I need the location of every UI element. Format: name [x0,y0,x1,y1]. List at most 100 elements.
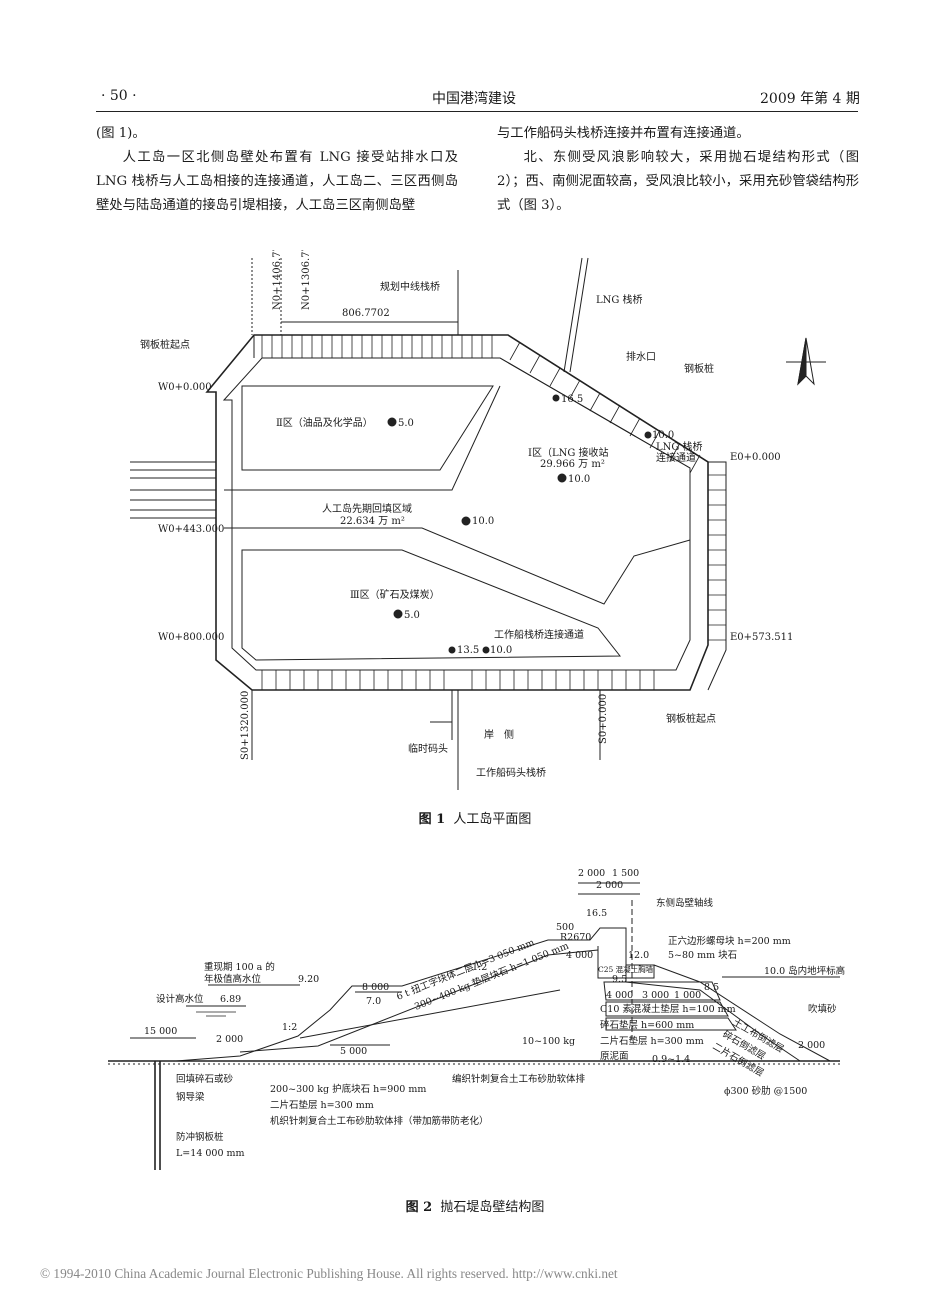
label-pile-len: L=14 000 mm [176,1148,245,1159]
label-s1320: S0+1320.000 [240,691,251,760]
label-zone1: Ⅰ区（LNG 接收站 [528,446,609,459]
label-el165: 16.5 [561,394,583,405]
label-wall: C25 混凝土胸墙 [598,964,654,974]
label-e0: E0+0.000 [730,452,781,463]
label-el100a: 10.0 [652,430,674,441]
page-number: · 50 · [101,88,137,104]
figure-2-section: 2 000 1 500 2 000 东侧岛壁轴线 16.5 500 R2670 … [108,868,845,1170]
issue-label: 2009 年第 4 期 [760,91,860,107]
label-zone1-el: 10.0 [568,474,590,485]
label-fill-el: 10.0 [472,516,494,527]
label-work-bridge: 工作船码头栈桥 [476,766,546,779]
label-sheet-pile: 钢板桩 [684,362,714,375]
figure-2-caption: 图 2 抛石堤岛壁结构图 [0,1196,950,1215]
label-d8000: 8 000 [362,982,389,993]
label-el100b: 10.0 [490,645,512,656]
paragraph: 人工岛一区北侧岛壁处布置有 LNG 接受站排水口及 LNG 栈桥与人工岛相接的连… [96,150,458,213]
label-pile-start-se: 钢板桩起点 [666,712,716,725]
label-el920: 9.20 [298,974,319,985]
caption-number: 图 2 [405,1200,433,1215]
label-hex-block: 正六边形螺母块 h=200 mm [668,935,791,947]
label-zone3: Ⅲ区（矿石及煤炭） [350,588,440,601]
label-zone2-el: 5.0 [398,418,414,429]
label-d1000: 1 000 [674,990,701,1001]
caption-text: 抛石堤岛壁结构图 [440,1200,545,1215]
label-n1: N0+1406.770 [272,250,283,310]
label-sand-rib: ϕ300 砂肋 @1500 [724,1085,807,1097]
label-two-stone-b: 二片石垫层 h=300 mm [270,1099,374,1111]
label-lng-conn2: 连接通道 [656,451,696,464]
label-s0: S0+0.000 [598,694,609,744]
label-el95: 9.5 [612,974,627,985]
label-slope12: 1:2 [472,962,487,973]
figure-1-plan: N0+1406.770 N0+1306.770 规划中线栈桥 806.7702 … [130,250,826,790]
label-d4000a: 4 000 [566,950,593,961]
label-slope12b: 1:2 [282,1022,297,1033]
label-pile: 防冲钢板桩 [176,1131,224,1143]
label-lng-bridge: LNG 栈桥 [596,293,643,306]
label-el70: 7.0 [366,996,381,1007]
label-el689: 6.89 [220,994,241,1005]
label-w0: W0+0.000 [158,382,212,393]
label-guide: 钢导梁 [176,1091,205,1103]
label-mat-bottom: 机织针刺复合土工布砂肋软体排（带加筋带防老化） [270,1115,489,1127]
copyright-footer: © 1994-2010 China Academic Journal Elect… [40,1266,618,1281]
label-r2670: R2670 [560,932,591,943]
label-fill-sand: 吹填砂 [808,1003,837,1015]
header-rule [96,111,858,112]
label-drain: 排水口 [626,350,656,363]
label-hwl1: 重现期 100 a 的 [204,961,275,973]
label-n2: N0+1306.770 [301,250,312,310]
caption-text: 人工岛平面图 [453,812,532,827]
label-work-conn: 工作船栈桥连接通道 [494,628,584,641]
label-dim: 806.7702 [342,308,390,319]
label-shore: 岸 侧 [484,728,514,741]
label-plan-bridge: 规划中线栈桥 [380,280,440,293]
paragraph: (图 1)。 [96,126,146,141]
label-zone1-area: 29.966 万 m² [540,459,605,470]
label-lng-conn1: LNG 栈桥 [656,440,703,453]
label-el135: 13.5 [457,645,479,656]
journal-name: 中国港湾建设 [432,91,516,107]
label-axis: 东侧岛壁轴线 [656,897,714,909]
label-el120: 12.0 [628,950,649,961]
caption-number: 图 1 [418,812,446,827]
label-mat-top: 编织针刺复合土工布砂肋软体排 [452,1073,586,1085]
label-slope: 0.9~1.4 [652,1054,690,1065]
label-stone-5-80: 5~80 mm 块石 [668,949,737,961]
label-d5000: 5 000 [340,1046,367,1057]
label-d2000d: 2 000 [798,1040,825,1051]
label-d2000a: 2 000 [578,868,605,879]
label-e573: E0+573.511 [730,632,793,643]
label-w443: W0+443.000 [158,524,224,535]
label-d500: 500 [556,922,574,933]
figure-1-caption: 图 1 人工岛平面图 [0,808,950,827]
label-d3000: 3 000 [642,990,669,1001]
label-w800: W0+800.000 [158,632,224,643]
label-hwl2: 年极值高水位 [204,973,262,985]
label-backfill: 回填碎石或砂 [176,1073,234,1085]
label-fill-size: 22.634 万 m² [340,516,405,527]
label-two-stone-a: 二片石垫层 h=300 mm [600,1035,704,1047]
label-el100: 10.0 岛内地坪标高 [764,965,845,977]
label-design-hwl: 设计高水位 [156,993,204,1005]
label-gravel: 碎石垫层 h=600 mm [600,1019,694,1031]
label-fill-area: 人工岛先期回填区域 [322,502,412,515]
right-column: 与工作船码头栈桥连接并布置有连接通道。 北、东侧受风浪影响较大，采用抛石堤结构形… [497,122,859,218]
paragraph: 与工作船码头栈桥连接并布置有连接通道。 [497,126,750,141]
label-d15000: 15 000 [144,1026,177,1037]
label-pile-start-nw: 钢板桩起点 [140,338,190,351]
label-stone10: 10~100 kg [522,1036,575,1047]
label-temp-dock: 临时码头 [408,742,448,755]
label-d2000c: 2 000 [216,1034,243,1045]
label-zone2: Ⅱ区（油品及化学品） [276,416,373,429]
left-column: (图 1)。 人工岛一区北侧岛壁处布置有 LNG 接受站排水口及 LNG 栈桥与… [96,122,458,218]
label-el85: 8.5 [704,982,719,993]
label-d1500: 1 500 [612,868,639,879]
paragraph: 北、东侧受风浪影响较大，采用抛石堤结构形式（图 2）；西、南侧泥面较高，受风浪比… [497,150,859,213]
label-zone3-el: 5.0 [404,610,420,621]
label-d2000b: 2 000 [596,880,623,891]
label-mud: 原泥面 [600,1050,629,1062]
label-c10: C10 素混凝土垫层 h=100 mm [600,1003,736,1015]
label-stone-base: 200~300 kg 护底块石 h=900 mm [270,1083,426,1095]
